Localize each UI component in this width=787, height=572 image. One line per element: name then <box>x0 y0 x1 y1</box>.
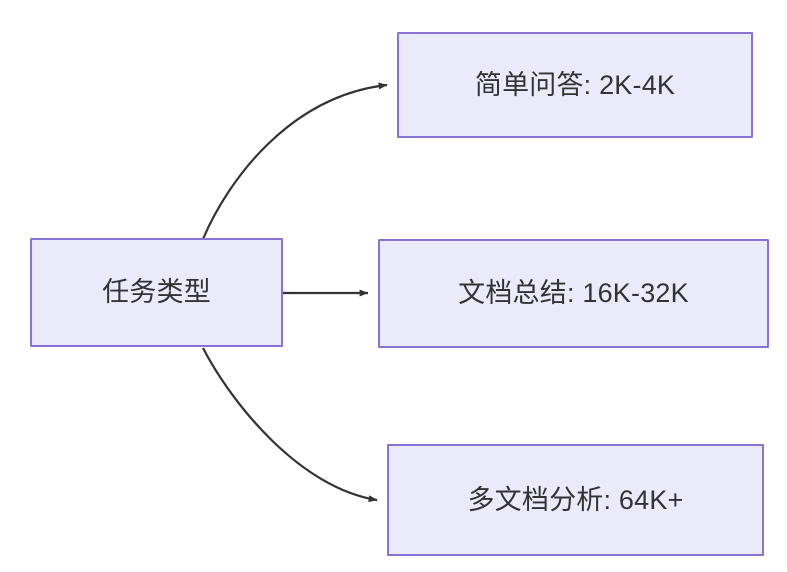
node-task-type[interactable]: 任务类型 <box>30 238 283 347</box>
node-multi-doc-analysis[interactable]: 多文档分析: 64K+ <box>387 444 764 556</box>
edge-root-to-simple-qa <box>201 82 388 240</box>
edge-root-to-multi-doc <box>202 347 378 503</box>
node-simple-qa-label: 简单问答: 2K-4K <box>474 69 676 100</box>
node-simple-qa[interactable]: 简单问答: 2K-4K <box>397 32 753 138</box>
node-doc-summary[interactable]: 文档总结: 16K-32K <box>378 239 769 348</box>
node-task-type-label: 任务类型 <box>102 277 211 308</box>
node-multi-doc-analysis-label: 多文档分析: 64K+ <box>467 484 684 515</box>
node-doc-summary-label: 文档总结: 16K-32K <box>458 278 689 309</box>
